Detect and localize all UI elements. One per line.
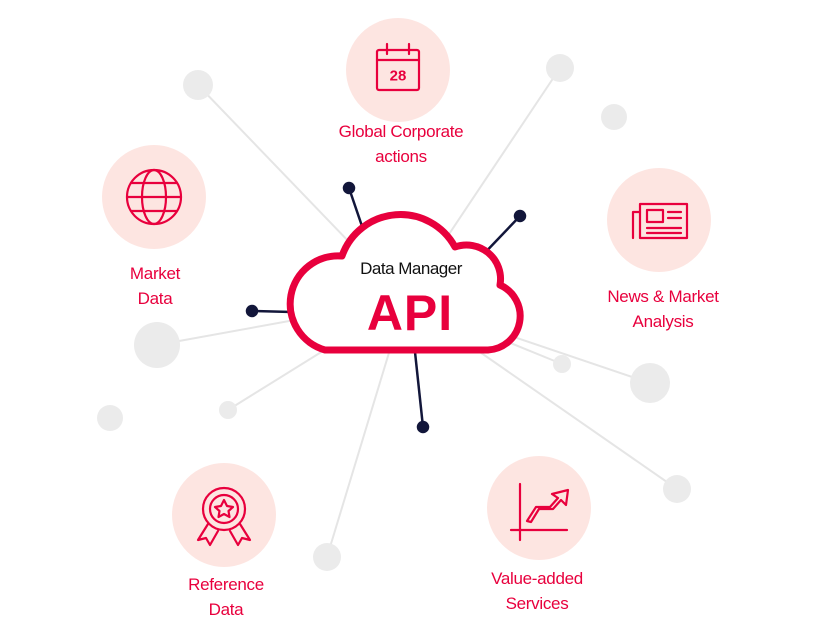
navy-dot — [416, 420, 430, 434]
cloud-title: API — [366, 285, 454, 341]
cloud-subtitle: Data Manager — [360, 259, 462, 278]
dot — [663, 475, 691, 503]
globe-icon — [125, 168, 183, 226]
calendar-date: 28 — [389, 67, 407, 85]
dot — [553, 355, 571, 373]
growth-chart-icon — [509, 482, 570, 542]
dot — [546, 54, 574, 82]
gray-dots — [97, 54, 691, 571]
dot — [97, 405, 123, 431]
newspaper-icon — [631, 202, 689, 240]
calendar-icon — [375, 42, 421, 92]
dot — [313, 543, 341, 571]
dot — [630, 363, 670, 403]
navy-dot — [245, 304, 259, 318]
navy-dot — [342, 181, 356, 195]
navy-dot — [513, 209, 527, 223]
dot — [219, 401, 237, 419]
dot — [134, 322, 180, 368]
award-icon — [196, 486, 252, 547]
dot — [601, 104, 627, 130]
cloud-shape — [286, 211, 524, 354]
dot — [183, 70, 213, 100]
